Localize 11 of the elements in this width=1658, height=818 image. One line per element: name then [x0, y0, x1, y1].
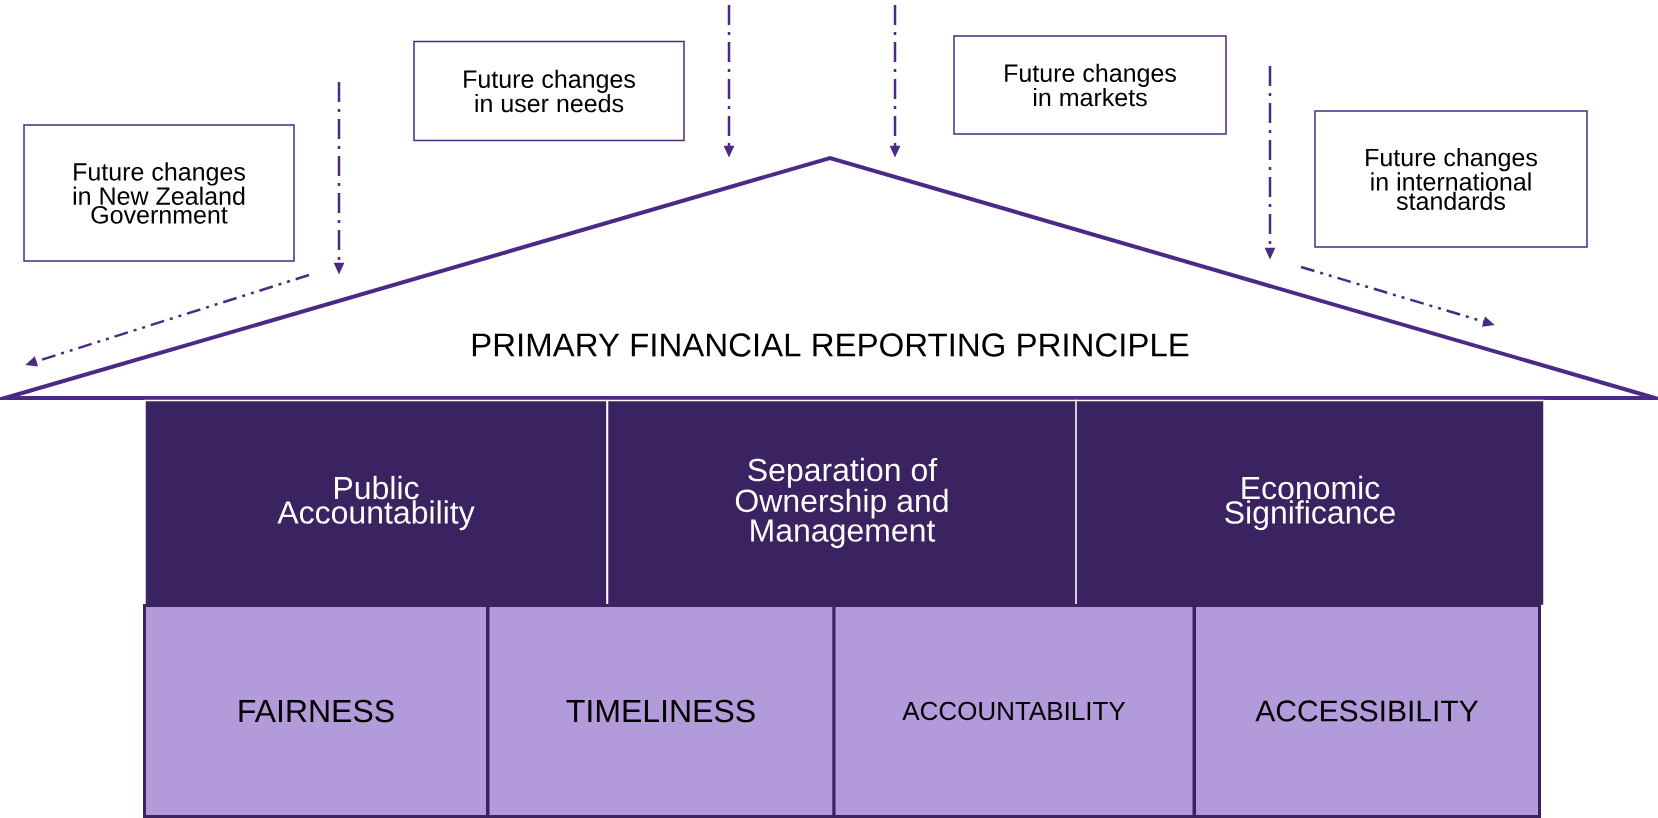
- foundation-box: FAIRNESS: [143, 604, 489, 818]
- pillar-box: Economic Significance: [1075, 399, 1545, 607]
- text-box: Future changes in markets: [953, 35, 1227, 135]
- text-box: Future changes in international standards: [1314, 110, 1588, 248]
- foundation-box: ACCESSIBILITY: [1193, 604, 1541, 818]
- text-box: Future changes in user needs: [413, 40, 685, 142]
- text-box: Future changes in New Zealand Government: [23, 124, 295, 262]
- pillar-box: Public Accountability: [144, 399, 608, 607]
- foundation-box: TIMELINESS: [486, 604, 836, 818]
- foundation-box: ACCOUNTABILITY: [832, 604, 1196, 818]
- pillar-box: Separation of Ownership and Management: [606, 399, 1078, 607]
